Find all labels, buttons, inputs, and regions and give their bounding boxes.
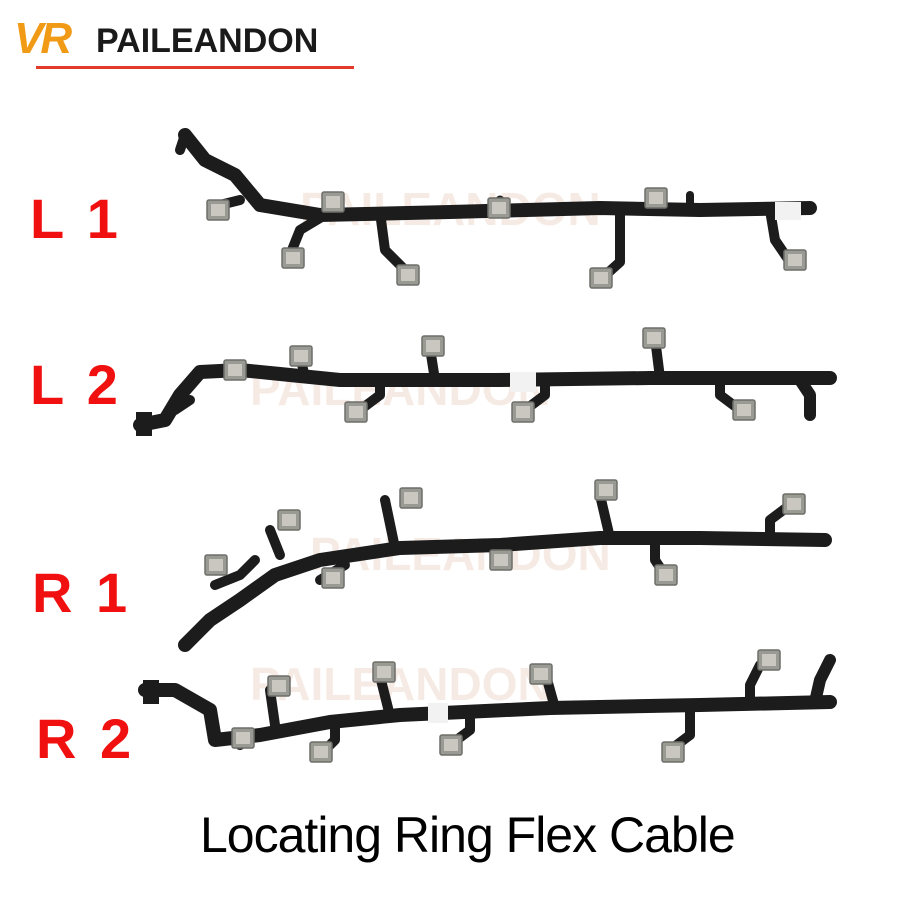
cable-label-r1: R 1: [32, 561, 132, 624]
cable-r1-leds: [204, 479, 806, 589]
watermark: PAILEANDON: [250, 658, 551, 710]
logo-underline: [36, 66, 354, 69]
cable-r1: [178, 490, 832, 652]
cable-l1-leds: [206, 187, 807, 289]
cable-r2-leds: [143, 649, 781, 763]
cable-label-r2: R 2: [36, 707, 136, 770]
cable-label-l2: L 2: [30, 353, 122, 416]
product-caption: Locating Ring Flex Cable: [200, 807, 736, 863]
brand-logo: VR PAILEANDON: [14, 14, 359, 72]
cable-l2-leds: [136, 327, 756, 436]
logo-brand-name: PAILEANDON: [96, 22, 319, 60]
logo-mark: VR: [14, 14, 72, 63]
cable-label-l1: L 1: [30, 187, 122, 250]
